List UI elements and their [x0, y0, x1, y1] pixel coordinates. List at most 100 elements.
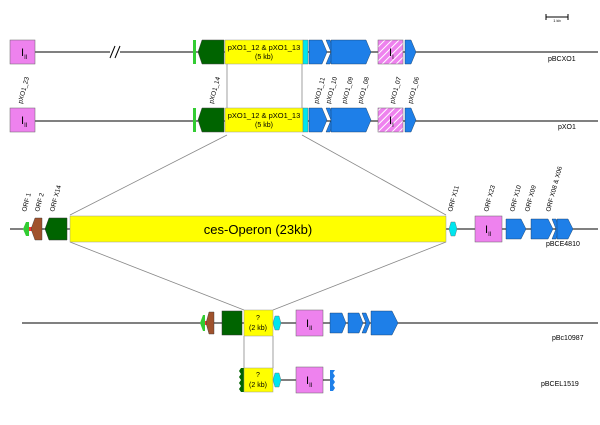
gene-label: ORF 1 — [21, 192, 33, 213]
gene-dark-green — [197, 39, 225, 65]
gene-blue-1 — [308, 107, 328, 133]
gene-dark-green — [44, 217, 68, 241]
svg-text:III: III — [21, 115, 28, 129]
is-element-subscript: II — [488, 232, 492, 238]
yellow-region-size: (5 kb) — [255, 54, 273, 61]
track-pbcel1519: ? (2 kb) III pBCEL1519 — [239, 366, 579, 394]
gene-labels-pbce4810-right: ORF X11 ORF X23 ORF X10 ORF X09 ORF X08 … — [447, 165, 564, 212]
is-element-subscript: II — [24, 123, 28, 129]
is-element-label: I — [21, 115, 24, 127]
gene-label: ORF X08 & X06 — [545, 165, 564, 212]
gene-labels-pxo1: pXO1_23 pXO1_14 pXO1_11 pXO1_10 pXO1_09 … — [17, 76, 421, 105]
plasmid-name: pBCE4810 — [546, 241, 580, 248]
gene-blue-1 — [505, 218, 527, 240]
yellow-region: ? (2 kb) — [243, 309, 274, 337]
gene-label: pXO1_23 — [17, 76, 31, 105]
is-element-subscript: II — [309, 326, 313, 332]
is-element-subscript: II — [24, 55, 28, 61]
is-element-right: III — [474, 215, 503, 243]
gene-light-green — [193, 108, 196, 132]
plasmid-name: pXO1 — [558, 124, 576, 131]
is-element-right: III — [295, 366, 324, 394]
gene-blue-4 — [404, 107, 417, 133]
track-pbcxo1: III pXO1_12 & pXO1_13 (5 kb) II pBCXO1 — [9, 39, 598, 65]
hatched-element-label: I — [389, 115, 392, 127]
is-element-right: III — [295, 309, 324, 337]
yellow-region-label: ? — [256, 315, 260, 322]
svg-text:II: II — [389, 115, 394, 129]
hatched-is-element: II — [377, 107, 404, 133]
gene-brown — [205, 311, 215, 335]
yellow-region: pXO1_12 & pXO1_13 (5 kb) — [224, 107, 304, 133]
yellow-region-size: (2 kb) — [249, 382, 267, 389]
gene-blue-4 — [556, 218, 574, 240]
is-element-label: I — [306, 318, 309, 330]
gene-label: pXO1_06 — [407, 76, 421, 105]
gene-blue-3 — [330, 39, 372, 65]
gene-cyan — [302, 39, 309, 65]
is-element-label: I — [21, 47, 24, 59]
yellow-region: pXO1_12 & pXO1_13 (5 kb) — [224, 39, 304, 65]
gene-dark-green — [197, 107, 225, 133]
yellow-region: ? (2 kb) — [243, 367, 274, 393]
gene-brown — [30, 217, 43, 241]
contig-end-right — [330, 370, 335, 391]
yellow-region-label: pXO1_12 & pXO1_13 — [228, 43, 301, 52]
gene-label: ORF X23 — [483, 184, 497, 212]
contig-end-left — [239, 368, 244, 392]
break-mark — [109, 45, 121, 59]
scale-bar-label: 1 kb — [553, 18, 561, 23]
gene-cyan — [272, 372, 282, 388]
yellow-region-size: (5 kb) — [255, 122, 273, 129]
gene-blue-1 — [308, 39, 328, 65]
gene-label: ORF 2 — [34, 192, 46, 213]
gene-label: ORF X09 — [524, 184, 538, 212]
track-pbce4810: ces-Operon (23kb) III pBCE4810 — [10, 215, 598, 248]
scale-bar: 1 kb — [545, 14, 569, 23]
gene-label: pXO1_10 — [325, 76, 339, 105]
plasmid-name: pBc10987 — [552, 335, 584, 342]
svg-text:III: III — [21, 47, 28, 61]
gene-light-green — [200, 315, 205, 331]
is-element-left: III — [9, 107, 36, 133]
is-element-subscript: II — [309, 383, 313, 389]
ces-operon: ces-Operon (23kb) — [69, 215, 447, 243]
gene-blue-2 — [347, 312, 364, 334]
svg-text:II: II — [389, 47, 394, 61]
ces-operon-label: ces-Operon (23kb) — [204, 222, 312, 237]
is-element-left: III — [9, 39, 36, 65]
gene-blue-3 — [361, 312, 371, 334]
gene-cyan — [272, 315, 282, 331]
gene-label: ORF X11 — [447, 185, 461, 213]
gene-label: pXO1_08 — [357, 76, 371, 105]
gene-cyan — [448, 221, 458, 237]
yellow-region-label: pXO1_12 & pXO1_13 — [228, 111, 301, 120]
gene-label: ORF X10 — [509, 184, 523, 212]
gene-cyan — [302, 107, 309, 133]
gene-dark-green — [221, 310, 243, 336]
connector-lines — [69, 64, 447, 368]
gene-light-green — [193, 40, 196, 64]
is-element-label: I — [306, 375, 309, 387]
track-pxo1: III pXO1_12 & pXO1_13 (5 kb) II pXO1 — [9, 107, 598, 133]
track-pbc10987: ? (2 kb) III pBc10987 — [22, 309, 598, 342]
svg-text:III: III — [485, 224, 492, 238]
is-element-label: I — [485, 224, 488, 236]
svg-text:III: III — [306, 318, 313, 332]
gene-label: pXO1_09 — [341, 76, 355, 105]
plasmid-name: pBCEL1519 — [541, 381, 579, 388]
gene-label: pXO1_14 — [208, 76, 222, 105]
hatched-element-subscript: I — [392, 55, 394, 61]
hatched-is-element: II — [377, 39, 404, 65]
gene-labels-pbce4810-left: ORF 1 ORF 2 ORF X14 — [21, 184, 63, 212]
gene-blue-3 — [330, 107, 372, 133]
gene-blue-1 — [329, 312, 347, 334]
hatched-element-label: I — [389, 47, 392, 59]
gene-label: pXO1_07 — [389, 76, 403, 105]
gene-blue-4 — [404, 39, 417, 65]
yellow-region-label: ? — [256, 372, 260, 379]
hatched-element-subscript: I — [392, 123, 394, 129]
gene-label: ORF X14 — [49, 184, 63, 212]
gene-blue-4 — [370, 310, 399, 336]
